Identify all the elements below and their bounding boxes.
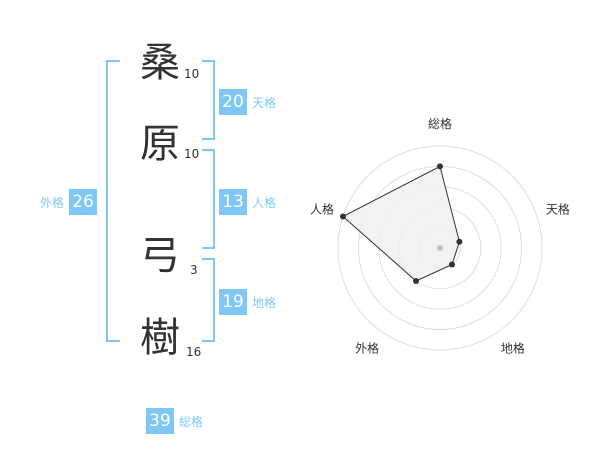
stroke-count-3: 3 (190, 263, 198, 277)
soukaku-label: 総格 (179, 414, 204, 429)
radar-axis-label-4: 外格 (355, 340, 379, 355)
radar-axis-label-3: 地格 (501, 340, 525, 355)
radar-center-dot (437, 245, 443, 251)
radar-point-4 (413, 278, 420, 285)
radar-axis-label-5: 人格 (310, 202, 334, 217)
tenkaku-bracket (202, 60, 215, 140)
radar-point-1 (437, 163, 443, 170)
name-char-4: 樹 (140, 315, 180, 361)
tenkaku-badge: 20 天格 (219, 89, 276, 115)
radar-point-2 (456, 238, 463, 245)
chikaku-value: 19 (219, 289, 247, 315)
name-char-2: 原 (140, 121, 180, 167)
jinkaku-badge: 13 人格 (219, 189, 276, 215)
radar-axis-label-2: 天格 (546, 202, 570, 217)
tenkaku-label: 天格 (252, 95, 277, 110)
radar-point-3 (448, 261, 455, 268)
gaikaku-value: 26 (69, 189, 98, 215)
name-char-1: 桑 (140, 40, 180, 86)
radar-ring-5 (337, 145, 543, 351)
soukaku-value: 39 (146, 408, 174, 434)
name-char-3: 弓 (140, 233, 180, 279)
stroke-count-1: 10 (184, 67, 200, 81)
soukaku-badge: 39 総格 (146, 408, 203, 434)
chikaku-badge: 19 地格 (219, 289, 276, 315)
radar-area (342, 165, 460, 282)
tenkaku-value: 20 (219, 89, 247, 115)
chikaku-label: 地格 (252, 295, 277, 310)
gaikaku-badge: 外格 26 (40, 189, 98, 215)
jinkaku-bracket (202, 149, 215, 249)
gaikaku-label: 外格 (40, 195, 65, 210)
stroke-count-4: 16 (186, 345, 202, 359)
radar-axis-label-1: 総格 (428, 116, 452, 131)
radar-point-5 (339, 213, 346, 220)
gaikaku-bracket (106, 60, 120, 342)
stroke-count-2: 10 (184, 147, 200, 161)
jinkaku-label: 人格 (252, 195, 277, 210)
chikaku-bracket (202, 258, 215, 342)
jinkaku-value: 13 (219, 189, 247, 215)
